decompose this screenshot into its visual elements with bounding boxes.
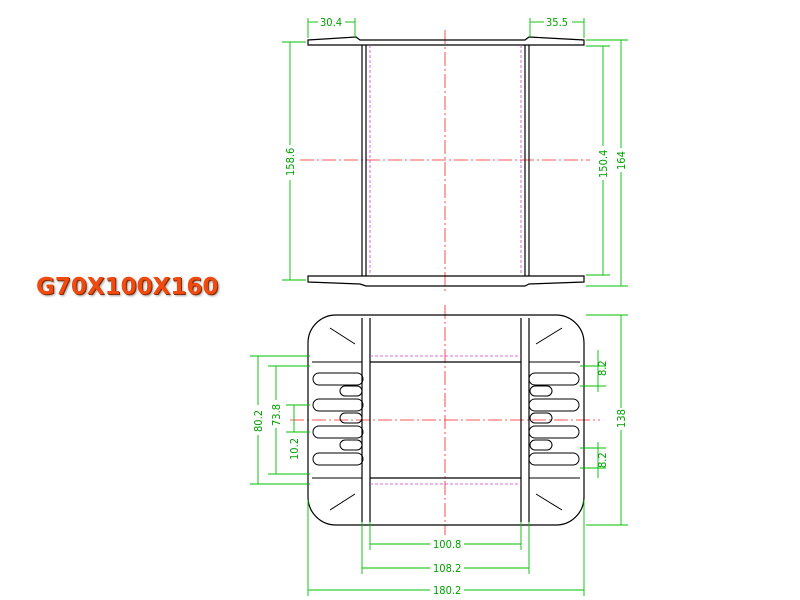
pin-slot: [312, 452, 364, 466]
dim-top-right-width: 35.5: [546, 16, 568, 29]
dim-slot-top: 8.2: [596, 360, 609, 376]
left-diagonal-rib: [329, 327, 356, 345]
dim-bottom-73: 73.8: [270, 404, 283, 426]
pin-slot: [528, 398, 580, 412]
dim-slot-bottom: 8.2: [596, 452, 609, 468]
pin-slot: [528, 425, 580, 439]
pin-slot-inner: [339, 412, 363, 424]
left-pin-slots: [312, 327, 364, 511]
dim-bottom-80: 80.2: [252, 410, 265, 432]
right-diagonal-rib: [535, 493, 563, 511]
dim-bottom-10: 10.2: [288, 438, 301, 460]
bottom-flange: [307, 275, 585, 287]
pin-slot-inner: [529, 412, 553, 424]
right-diagonal-rib: [535, 327, 563, 345]
pin-slot: [312, 398, 364, 412]
pin-slot: [528, 372, 580, 386]
dim-width-total: 180.2: [433, 584, 461, 597]
dim-inner-height: 150.4: [597, 150, 610, 178]
dim-total-height: 164: [615, 151, 628, 170]
pin-slot-inner: [529, 385, 553, 397]
right-pin-slots: [528, 327, 580, 511]
pin-slot: [312, 372, 364, 386]
pin-slot-inner: [339, 439, 363, 451]
model-title: G70X100X160: [36, 274, 219, 300]
left-diagonal-rib: [329, 493, 356, 511]
pin-slot-inner: [339, 385, 363, 397]
dim-width-mid: 108.2: [433, 562, 461, 575]
pin-slot: [312, 425, 364, 439]
dim-left-height: 158.6: [284, 148, 297, 176]
top-flange: [307, 36, 585, 46]
dim-top-left-width: 30.4: [320, 16, 342, 29]
pin-slot: [528, 452, 580, 466]
dim-width-inner: 100.8: [433, 538, 461, 551]
top-view: 30.4 35.5 158.6 150.4 164: [282, 16, 628, 292]
dim-bottom-total-height: 138: [615, 409, 628, 428]
bottom-view: 80.2 73.8 10.2 8.2 8.2 138 100.8: [250, 305, 628, 597]
base-plate: [307, 314, 585, 526]
pin-slot-inner: [529, 439, 553, 451]
